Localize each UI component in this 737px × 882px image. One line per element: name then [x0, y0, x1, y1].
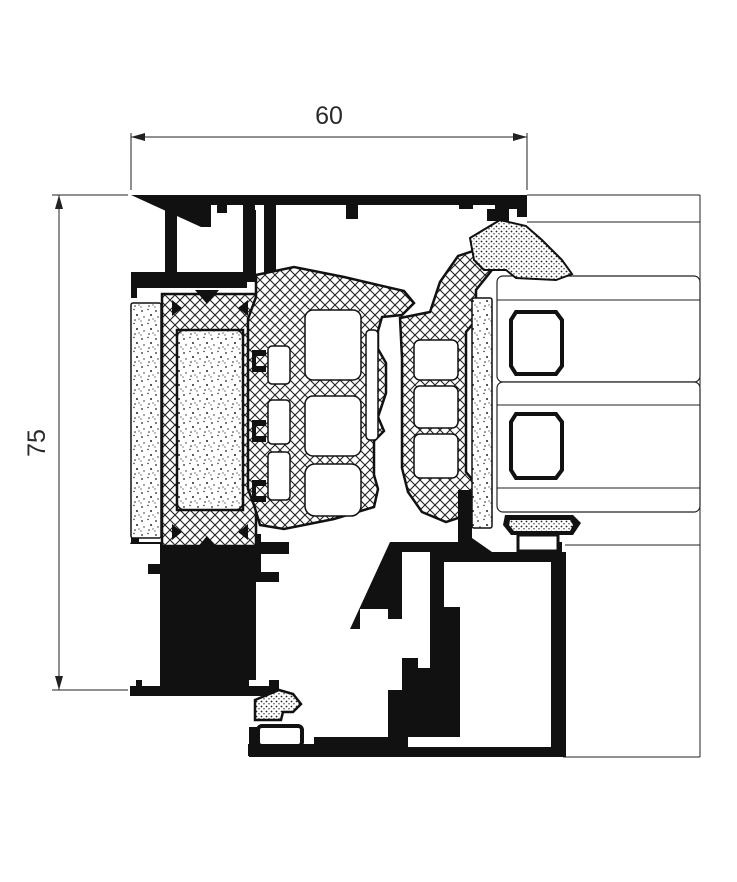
width-arrow-left: [131, 133, 145, 141]
foam-strip-left: [130, 302, 162, 539]
height-arrow-top: [55, 195, 63, 209]
glazing-gasket-top: [468, 218, 574, 282]
sash-profile: [398, 218, 574, 529]
glazing-strip: [471, 297, 493, 529]
width-dimension-value: 60: [315, 102, 343, 130]
pvc-frame-profile: [246, 265, 416, 531]
glazing-outline: [496, 194, 701, 758]
thermal-break-left: [160, 292, 258, 548]
inner-aluminium-frame: [249, 490, 566, 757]
foam-core-left: [176, 329, 244, 511]
outer-aluminium-frame: [130, 195, 527, 696]
width-arrow-right: [513, 133, 527, 141]
glazing-bead-bottom: [516, 533, 560, 553]
glass-spacer-top: [509, 310, 564, 376]
bottom-seal-gasket: [253, 688, 303, 722]
height-arrow-bottom: [55, 676, 63, 690]
height-dimension: 75: [23, 194, 128, 691]
height-dimension-value: 75: [23, 429, 51, 457]
width-dimension: 60: [130, 102, 528, 190]
glass-spacer-bottom: [509, 412, 564, 480]
